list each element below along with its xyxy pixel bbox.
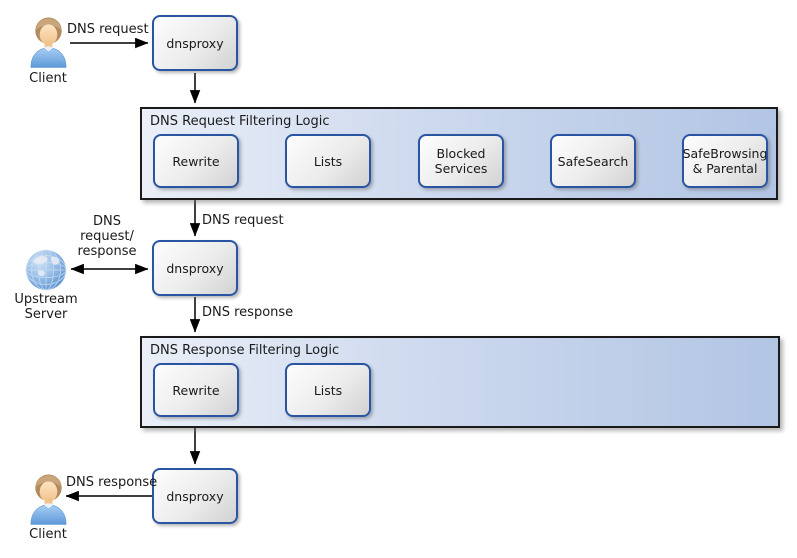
client-top-label: Client bbox=[29, 71, 67, 86]
edge-label-dns-request-response: DNS request/ response bbox=[77, 214, 137, 259]
step-lists-response: Lists bbox=[285, 363, 371, 417]
edge-label-dns-request-top: DNS request bbox=[67, 22, 149, 37]
step-safesearch: SafeSearch bbox=[550, 134, 636, 188]
step-lists-request: Lists bbox=[285, 134, 371, 188]
dnsproxy-node-middle: dnsproxy bbox=[152, 240, 238, 296]
edge-label-dns-response-mid: DNS response bbox=[202, 305, 294, 320]
client-bottom-label: Client bbox=[29, 527, 67, 542]
dnsproxy-node-bottom: dnsproxy bbox=[152, 468, 238, 524]
client-user-icon-bottom bbox=[26, 470, 71, 530]
client-user-icon bbox=[26, 13, 71, 73]
dnsproxy-node-top: dnsproxy bbox=[152, 15, 238, 71]
edge-label-dns-request-mid: DNS request bbox=[202, 213, 284, 228]
step-blocked-services: Blocked Services bbox=[418, 134, 504, 188]
request-filtering-title: DNS Request Filtering Logic bbox=[150, 114, 330, 129]
step-rewrite-response: Rewrite bbox=[153, 363, 239, 417]
edge-label-dns-response-bottom: DNS response bbox=[66, 475, 158, 490]
step-safebrowsing-parental: SafeBrowsing & Parental bbox=[682, 134, 768, 188]
upstream-server-label: Upstream Server bbox=[14, 292, 78, 322]
globe-icon bbox=[24, 248, 68, 296]
response-filtering-container: DNS Response Filtering Logic bbox=[140, 336, 780, 428]
response-filtering-title: DNS Response Filtering Logic bbox=[150, 343, 340, 358]
step-rewrite-request: Rewrite bbox=[153, 134, 239, 188]
